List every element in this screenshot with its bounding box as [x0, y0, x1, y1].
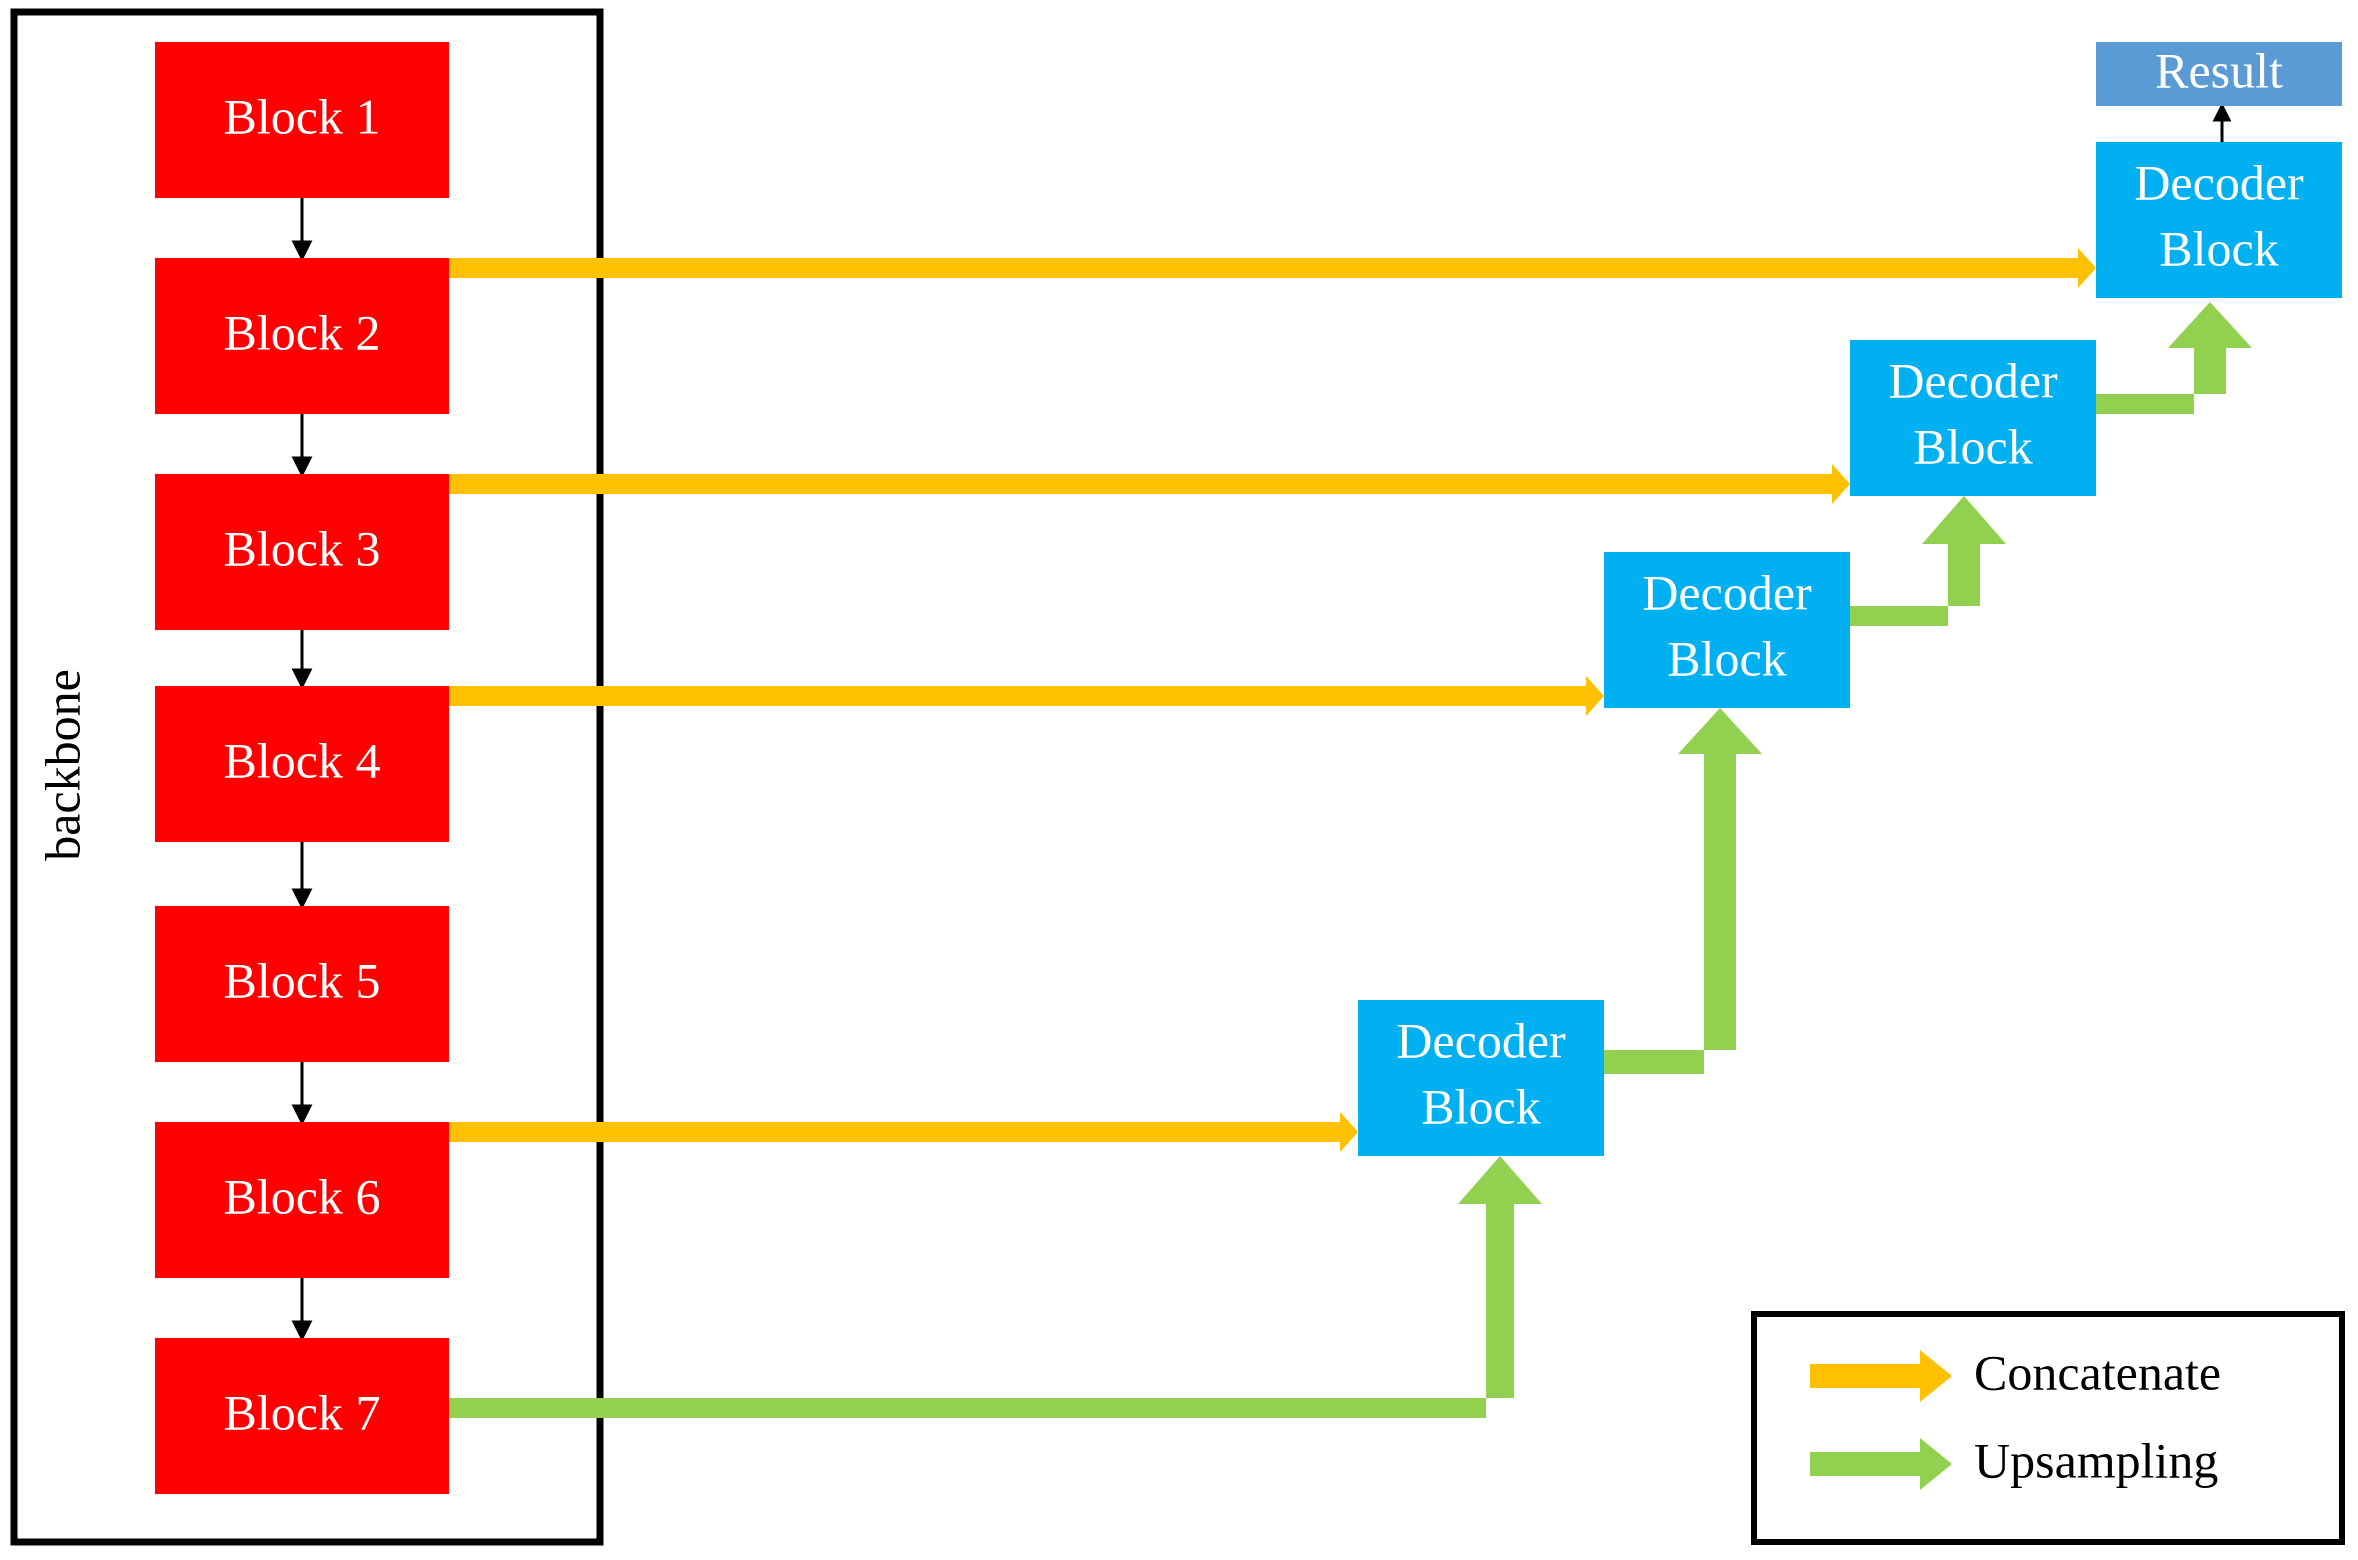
decoder-block-4 — [2096, 142, 2342, 298]
upsampling-arrows — [448, 302, 2252, 1418]
legend-concatenate-arrow — [1810, 1350, 1952, 1402]
concatenate-arrows — [448, 248, 2096, 1152]
decoder-block-2 — [1604, 552, 1850, 708]
legend: Concatenate Upsampling — [1751, 1311, 2345, 1545]
backbone-block-3-label: Block 3 — [224, 520, 381, 576]
legend-upsampling-label: Upsampling — [1974, 1432, 2218, 1488]
backbone-block-2 — [155, 258, 449, 414]
backbone-block-6-label: Block 6 — [224, 1168, 381, 1224]
decoder-block-2-line1: Decoder — [1642, 564, 1812, 620]
legend-frame — [1751, 1311, 2345, 1545]
backbone-block-5 — [155, 906, 449, 1062]
backbone-frame — [10, 8, 604, 1546]
backbone-block-3 — [155, 474, 449, 630]
backbone-block-7 — [155, 1338, 449, 1494]
backbone-block-7-label: Block 7 — [224, 1384, 381, 1440]
decoder-blocks: Decoder Block Decoder Block Decoder Bloc… — [1358, 142, 2342, 1156]
result-block — [2096, 42, 2342, 106]
decoder-block-2-line2: Block — [1667, 630, 1786, 686]
decoder-block-1-line2: Block — [1421, 1078, 1540, 1134]
decoder-block-1-line1: Decoder — [1396, 1012, 1566, 1068]
backbone-block-6 — [155, 1122, 449, 1278]
backbone-block-2-label: Block 2 — [224, 304, 381, 360]
legend-concatenate-label: Concatenate — [1974, 1344, 2221, 1400]
backbone-label: backbone — [34, 669, 90, 861]
decoder-block-3-line2: Block — [1913, 418, 2032, 474]
decoder-block-1 — [1358, 1000, 1604, 1156]
backbone-blocks: Block 1 Block 2 Block 3 Block 4 Block 5 … — [155, 42, 449, 1494]
result-label: Result — [2155, 42, 2283, 98]
decoder-block-4-line1: Decoder — [2134, 154, 2304, 210]
backbone-flow-arrows — [291, 102, 2232, 1342]
decoder-block-4-line2: Block — [2159, 220, 2278, 276]
backbone-block-4 — [155, 686, 449, 842]
legend-upsampling-arrow — [1810, 1438, 1952, 1490]
decoder-block-3 — [1850, 340, 2096, 496]
decoder-block-3-line1: Decoder — [1888, 352, 2058, 408]
backbone-block-5-label: Block 5 — [224, 952, 381, 1008]
backbone-block-4-label: Block 4 — [224, 732, 381, 788]
backbone-block-1-label: Block 1 — [224, 88, 381, 144]
backbone-block-1 — [155, 42, 449, 198]
